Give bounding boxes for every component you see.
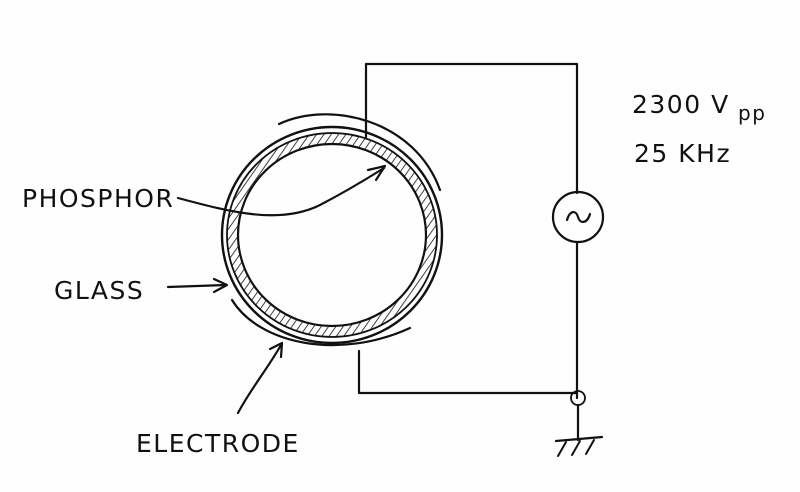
voltage-label: 2300 V [632,90,730,119]
ac-source-icon [551,190,605,244]
frequency-label: 25 KHz [634,139,731,168]
electrode-arrow [236,341,284,415]
phosphor-layer [226,132,438,338]
glass-label: GLASS [54,276,144,305]
circuit-wires [357,62,579,400]
phosphor-label: PHOSPHOR [22,184,174,213]
wire-bottom [357,349,579,395]
wire-top [364,62,579,195]
phosphor-arrow [176,164,387,217]
glass-arrow [166,277,229,294]
voltage-unit-label: pp [738,101,766,125]
electrode-label: ELECTRODE [136,429,300,458]
electrode-arc-bottom [230,298,412,347]
glass-outer [220,125,444,345]
electrode-arc-top [277,113,442,192]
ground-icon [554,390,604,457]
